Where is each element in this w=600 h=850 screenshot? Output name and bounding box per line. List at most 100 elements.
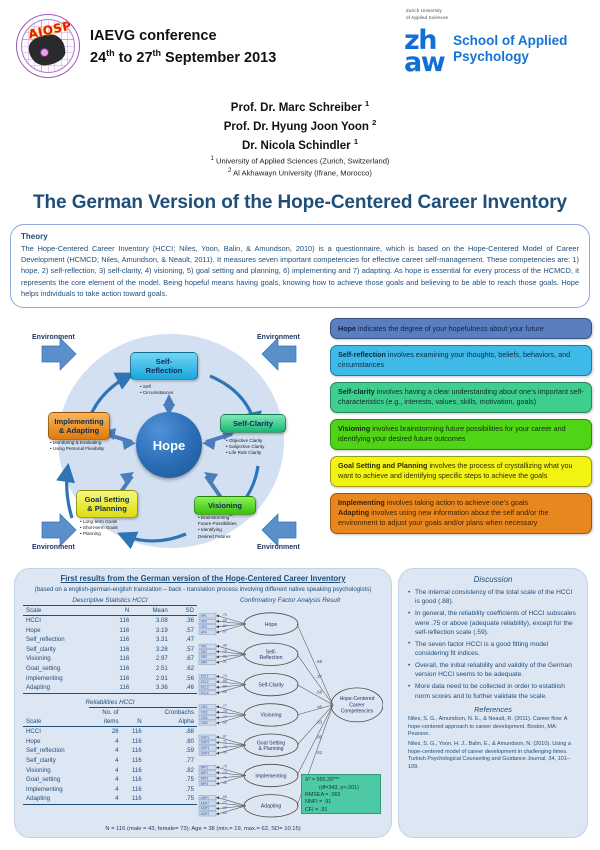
cfa-svg: Hope-CenteredCareerCompetenciesHopeHP1.7…: [198, 612, 383, 818]
svg-text:.89: .89: [316, 734, 323, 739]
table-cell: 3.36: [132, 682, 171, 694]
col-items-1: No. of: [88, 706, 122, 717]
svg-text:IMP1: IMP1: [201, 765, 209, 769]
zhaw-logo-icon: zh aw School of Applied Psychology: [370, 27, 568, 79]
zhaw-wordmark: zh aw: [404, 27, 446, 79]
references-title: References: [474, 704, 512, 714]
svg-text:.80: .80: [222, 811, 227, 815]
table-cell: .75: [185, 785, 194, 793]
model-bullets-implementing: • Monitoring & Evaluating • Using Person…: [50, 440, 105, 452]
svg-text:SCL3: SCL3: [201, 685, 209, 689]
svg-text:.37: .37: [316, 674, 323, 679]
rmsea: RMSEA = .065: [305, 792, 341, 799]
list-item: The internal consistency of the total sc…: [408, 588, 578, 607]
poster-header: AIOSP IAEVG conference 24th to 27th Sept…: [0, 0, 600, 92]
degrees-of-freedom: (df=343, p<.001): [319, 784, 359, 791]
table-cell: Hope: [26, 737, 41, 745]
definition-self-reflection: Self-reflection involves examining your …: [330, 344, 592, 377]
table-cell: 3.31: [155, 636, 168, 644]
environment-label-top-right: Environment: [257, 334, 300, 342]
author-3: Dr. Nicola Schindler 1: [241, 136, 359, 152]
svg-text:HP1: HP1: [201, 614, 207, 618]
table-cell: 2.97: [155, 655, 168, 663]
col-alpha-2: Alpha: [144, 716, 197, 727]
zhaw-school-line1: School of Applied: [453, 33, 568, 49]
table-cell: 116: [131, 728, 142, 736]
model-node-visioning: Visioning: [194, 496, 256, 516]
svg-text:.31: .31: [222, 659, 227, 663]
svg-text:Competencies: Competencies: [341, 708, 374, 714]
col-alpha-1: Cronbachs: [144, 706, 197, 717]
col-scale: Scale: [23, 716, 89, 727]
table-cell: Adapting: [23, 682, 104, 694]
table-cell: .36: [185, 617, 194, 625]
theory-section: Theory The Hope-Centered Career Inventor…: [10, 223, 590, 309]
zhaw-mark-aw: aw: [404, 47, 446, 79]
table-cell: .62: [185, 665, 194, 673]
svg-text:HP2: HP2: [201, 619, 207, 623]
model-node-implementing: Implementing & Adapting: [48, 412, 110, 441]
table-cell: .82: [185, 766, 194, 774]
table-cell: Visioning: [26, 655, 51, 663]
table-cell: 116: [119, 665, 130, 673]
svg-text:IMP4: IMP4: [201, 781, 209, 785]
svg-text:ADP2: ADP2: [201, 801, 210, 805]
page-title: The German Version of the Hope-Centered …: [33, 191, 567, 213]
table-cell: .67: [185, 655, 194, 663]
discussion-list: The internal consistency of the total sc…: [408, 588, 578, 701]
table-row: Self_reflection 4 116 .59: [23, 746, 197, 756]
svg-text:GSP4: GSP4: [201, 751, 210, 755]
discussion-panel: Discussion The internal consistency of t…: [398, 568, 588, 838]
svg-text:.74: .74: [222, 715, 227, 719]
svg-text:Career: Career: [349, 702, 365, 708]
svg-text:GSP1: GSP1: [201, 735, 210, 739]
table-cell: .75: [185, 776, 194, 784]
table-cell: Self_clarity: [26, 645, 56, 653]
table-cell: HCCI: [26, 728, 41, 736]
svg-text:.69: .69: [222, 805, 227, 809]
svg-text:.48: .48: [222, 643, 227, 647]
table-cell: 116: [119, 626, 130, 634]
svg-text:ADP4: ADP4: [201, 812, 210, 816]
table-cell: .56: [185, 674, 194, 682]
table-cell: Goal_setting: [26, 776, 61, 784]
conference-title: IAEVG conference 24th to 27th September …: [90, 26, 276, 69]
svg-text:.79: .79: [222, 709, 227, 713]
svg-text:.60: .60: [222, 684, 227, 688]
model-bullets-self-clarity: • Objective Clarity • Subjective Clarity…: [226, 438, 265, 456]
zhaw-logo-block: Zurich University of Applied Sciences zh…: [370, 8, 568, 79]
zhaw-tagline: Zurich University of Applied Sciences: [406, 8, 567, 21]
affiliation-2: 2 Al Akhawayn University (Ifrane, Morocc…: [228, 167, 372, 178]
table-cell: 4: [88, 794, 122, 805]
col-scale: Scale: [23, 604, 104, 616]
table-cell: 116: [119, 674, 130, 682]
table-cell: .77: [185, 757, 194, 765]
svg-text:.63: .63: [316, 719, 323, 724]
svg-text:.84: .84: [222, 624, 227, 628]
discussion-title: Discussion: [473, 575, 513, 584]
svg-text:.77: .77: [222, 800, 227, 804]
table-cell: 116: [131, 747, 142, 755]
sample-description: N = 116 (male = 43, female= 73); Age = 3…: [105, 826, 301, 832]
table-cell: 116: [119, 636, 130, 644]
hcmcd-model-diagram: Environment Environment Environment Envi…: [14, 316, 324, 568]
table-cell: 116: [131, 766, 142, 774]
model-bullets-self-reflection: • Self • Circumstances: [140, 384, 174, 396]
model-node-self-clarity: Self-Clarity: [220, 414, 286, 434]
svg-text:.66: .66: [222, 720, 227, 724]
table-cell: 4: [115, 747, 119, 755]
svg-text:SR4: SR4: [201, 660, 207, 664]
svg-text:IMP3: IMP3: [201, 776, 209, 780]
table-cell: Self_reflection: [26, 747, 65, 755]
definition-self-clarity: Self-clarity involves having a clear und…: [330, 381, 592, 414]
svg-text:.68: .68: [316, 689, 323, 694]
table-cell: 116: [131, 757, 142, 765]
table-cell: 3.08: [155, 617, 168, 625]
table-cell: .59: [185, 747, 194, 755]
